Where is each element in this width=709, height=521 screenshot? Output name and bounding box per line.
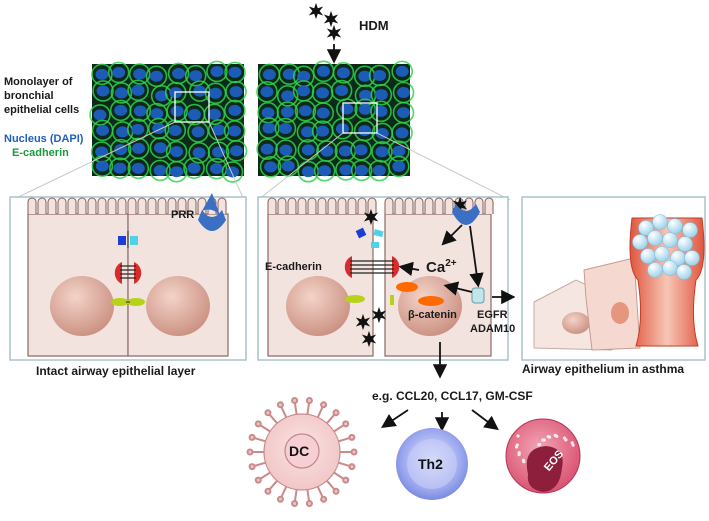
hdm-label: HDM — [359, 18, 389, 33]
adam10-label: ADAM10 — [470, 323, 516, 335]
th2-label: Th2 — [418, 456, 443, 472]
panel-hdm-exposed — [257, 196, 516, 379]
panel-intact-caption: Intact airway epithelial layer — [36, 364, 196, 378]
beta-catenin-label: β-catenin — [408, 309, 457, 321]
eosinophil — [505, 418, 581, 494]
ecadherin-label: E-cadherin — [265, 261, 322, 273]
hdm-particle-icon — [323, 10, 339, 28]
prr-label: PRR — [171, 209, 195, 221]
monolayer-label-line: bronchial — [4, 90, 54, 102]
tight-junction — [118, 236, 126, 245]
nucleus — [286, 276, 350, 336]
monolayer-label-line: Monolayer of — [4, 76, 73, 88]
cytokine-arrows — [381, 409, 499, 432]
hdm-particles — [308, 2, 342, 42]
calcium-superscript: 2+ — [445, 258, 457, 269]
panel-intact — [9, 193, 247, 361]
legend-ecadherin: E-cadherin — [12, 147, 69, 159]
monolayer-label-line: epithelial cells — [4, 104, 80, 116]
egfr-receptor — [471, 287, 485, 304]
calcium-label: Ca2+ — [426, 258, 457, 276]
egfr-label: EGFR — [477, 309, 508, 321]
dc-label: DC — [289, 443, 310, 459]
panel-asthma-caption: Airway epithelium in asthma — [522, 362, 685, 376]
cytokines-label: e.g. CCL20, CCL17, GM-CSF — [372, 389, 533, 403]
nucleus — [146, 276, 210, 336]
tight-junction — [130, 236, 138, 245]
hdm-particle-icon — [308, 2, 324, 20]
th2-cell — [396, 428, 468, 500]
nucleus — [50, 276, 114, 336]
micrograph-intact — [89, 60, 248, 183]
micrograph-hdm — [256, 60, 415, 183]
hdm-particle-icon — [326, 24, 342, 42]
legend-nucleus: Nucleus (DAPI) — [4, 133, 84, 145]
panel-asthma — [521, 196, 706, 361]
zoom-lines — [11, 121, 511, 201]
prr-receptor-icon — [452, 204, 480, 225]
desmosome — [111, 298, 129, 306]
dendritic-cell — [246, 397, 358, 507]
beta-catenin — [396, 282, 418, 292]
prr-receptor-icon — [198, 210, 226, 231]
calcium-text: Ca — [426, 259, 446, 276]
monolayer-label: Monolayer of bronchial epithelial cells — [4, 75, 79, 117]
beta-catenin — [418, 296, 444, 306]
